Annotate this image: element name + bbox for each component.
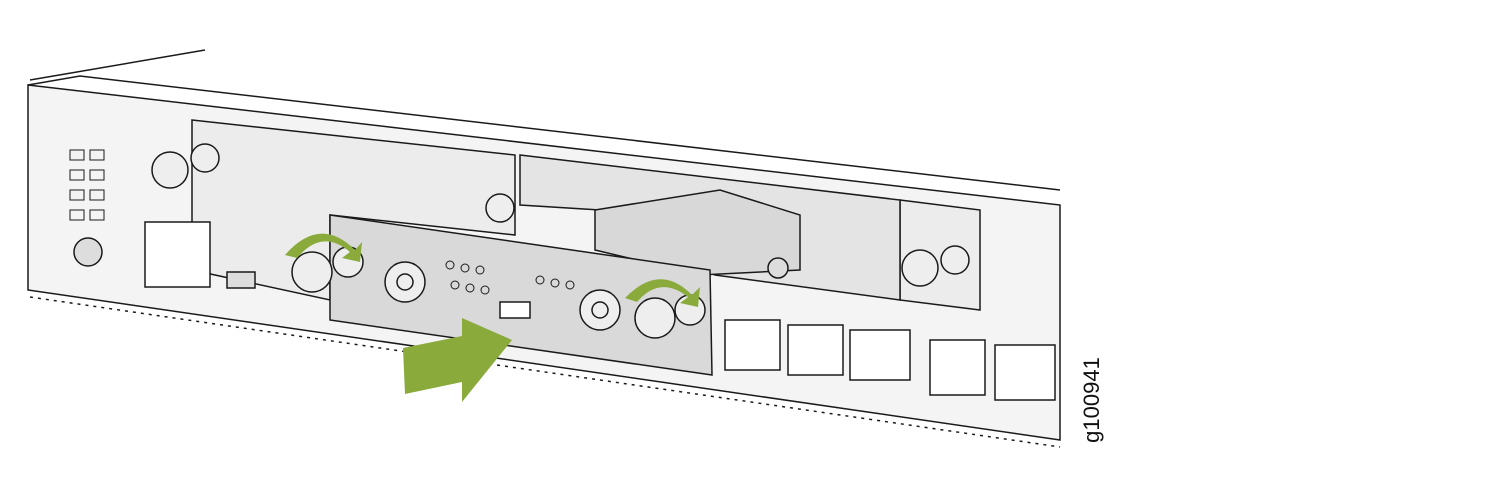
power-jack xyxy=(73,237,103,267)
rotate-arrow-left-icon xyxy=(285,233,362,262)
chassis-top-lip xyxy=(27,75,1061,191)
arrows xyxy=(285,233,700,402)
figure-id-label: g100941 xyxy=(1079,357,1104,443)
insert-arrow-icon xyxy=(403,318,512,402)
coax-connector-right xyxy=(579,289,621,331)
mini-usb-port xyxy=(226,271,256,289)
vent-holes xyxy=(69,149,105,221)
coax-connector-left xyxy=(384,261,426,303)
chassis-top-edge xyxy=(29,49,206,81)
thumbscrew-icon xyxy=(151,143,970,339)
module-console-port xyxy=(499,301,531,319)
module-vents xyxy=(445,260,575,295)
board-screw xyxy=(767,257,789,279)
rotate-arrow-right-icon xyxy=(625,279,700,307)
heatsink xyxy=(594,189,801,276)
lower-perforation xyxy=(29,296,1061,448)
interface-module-plate xyxy=(329,214,713,376)
rj45-ports xyxy=(144,221,1056,401)
